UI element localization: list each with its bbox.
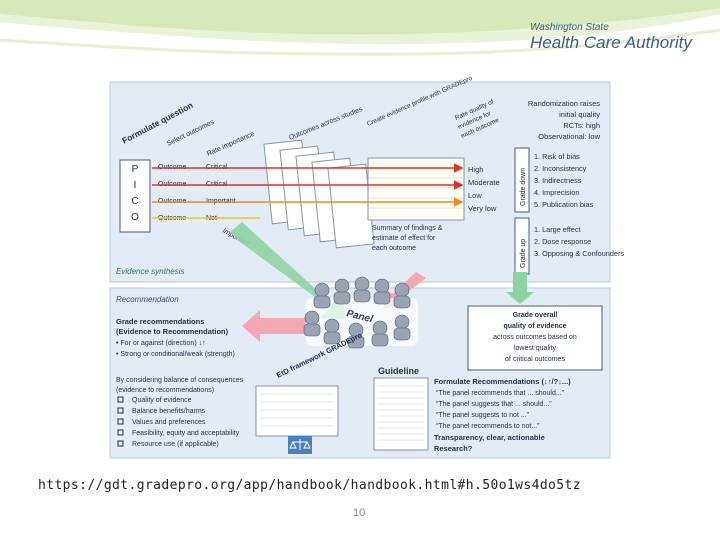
transparency-line-2: Research? xyxy=(434,444,473,453)
green-arrow-down-head xyxy=(506,292,534,304)
checklist: Quality of evidence Balance benefits/har… xyxy=(117,396,240,448)
pico-c: C xyxy=(131,196,138,207)
pico-o: O xyxy=(131,212,139,223)
rec-phrase-4: “The panel recommends to not...” xyxy=(436,423,540,430)
rand-line-2: initial quality xyxy=(559,110,600,119)
etd-thumbnail-lines xyxy=(260,393,334,427)
summary-line-1: Summary of findings & xyxy=(372,225,443,232)
quality-moderate: Moderate xyxy=(468,178,500,187)
rec-phrase-3: “The panel suggests to not ...” xyxy=(436,412,530,419)
study-documents xyxy=(263,139,375,249)
pink-arrow-left xyxy=(242,310,306,342)
for-against-text: • For or against (direction) ↓↑ xyxy=(116,340,206,347)
recommendation-label: Recommendation xyxy=(116,295,179,304)
grade-overall-line-4: lowest quality xyxy=(514,345,557,352)
grade-overall-line-2: quality of evidence xyxy=(503,323,566,330)
grade-down-label: Grade down xyxy=(520,168,527,206)
scales-glyph xyxy=(289,439,311,450)
checklist-item-1: Quality of evidence xyxy=(132,397,192,404)
guideline-text-lines xyxy=(378,385,424,441)
grade-process-figure: Formulate question Select outcomes Rate … xyxy=(109,75,624,459)
logo-line2: Health Care Authority xyxy=(530,33,692,52)
grade-recs-line-2: (Evidence to Recommendation) xyxy=(116,327,229,336)
considering-line-1: By considering balance of consequences xyxy=(116,377,244,384)
panel-people-icons xyxy=(303,276,418,349)
grade-overall-line-1: Grade overall xyxy=(513,312,558,319)
pico-p: P xyxy=(132,164,139,175)
quality-very-low: Very low xyxy=(468,204,497,213)
transparency-line-1: Transparency, clear, actionable xyxy=(434,433,545,442)
grade-overall-box xyxy=(467,305,603,371)
guideline-label: Guideline xyxy=(378,366,419,376)
logo-line1: Washington State xyxy=(530,22,609,33)
pico-box xyxy=(119,159,151,233)
grade-recs-line-1: Grade recommendations xyxy=(116,317,204,326)
grade-up-3: 3. Opposing & Confounders xyxy=(534,249,624,258)
grade-down-1: 1. Risk of bias xyxy=(534,152,580,161)
grade-up-1: 1. Large effect xyxy=(534,225,581,234)
hca-logo: Washington State Health Care Authority xyxy=(530,22,710,54)
grade-overall-line-3: across outcomes based on xyxy=(493,334,577,341)
guideline-document xyxy=(373,377,429,451)
header-band: Washington State Health Care Authority xyxy=(0,0,720,72)
grade-down-3: 3. Indirectness xyxy=(534,176,582,185)
considering-line-2: (evidence to recommendations) xyxy=(116,387,214,394)
rand-line-4: Observational: low xyxy=(538,132,600,141)
green-arrow-down-stem xyxy=(513,272,527,294)
summary-line-3: each outcome xyxy=(372,245,416,252)
grade-overall-line-5: of critical outcomes xyxy=(505,356,565,363)
strong-weak-text: • Strong or conditional/weak (strength) xyxy=(116,351,235,358)
pico-i: I xyxy=(134,180,137,191)
grade-down-2: 2. Inconsistency xyxy=(534,164,587,173)
rec-phrase-1: “The panel recommends that ... should...… xyxy=(436,390,565,397)
grade-down-bar xyxy=(514,147,530,213)
green-arrow-to-panel xyxy=(230,222,346,320)
evidence-synthesis-label: Evidence synthesis xyxy=(116,267,184,276)
rand-line-3: RCTs: high xyxy=(563,121,600,130)
checklist-item-5: Resource use (if applicable) xyxy=(132,441,219,448)
quality-high: High xyxy=(468,165,483,174)
checklist-item-3: Values and preferences xyxy=(132,419,206,426)
grade-up-2: 2. Dose response xyxy=(534,237,591,246)
checklist-item-2: Balance benefits/harms xyxy=(132,408,206,415)
rec-phrase-2: “The panel suggests that ... should...” xyxy=(436,401,552,408)
source-url[interactable]: https://gdt.gradepro.org/app/handbook/ha… xyxy=(38,478,581,493)
quality-low: Low xyxy=(468,191,482,200)
formulate-recs-title: Formulate Recommendations (↓↑/?↓...) xyxy=(434,377,571,386)
summary-line-2: estimate of effect for xyxy=(372,235,436,242)
grade-up-label: Grade up xyxy=(520,239,527,268)
rand-line-1: Randomization raises xyxy=(528,99,600,108)
grade-down-4: 4. Imprecision xyxy=(534,188,579,197)
etd-thumbnail xyxy=(255,385,339,437)
grade-down-5: 5. Publication bias xyxy=(534,200,594,209)
checklist-item-4: Feasibility, equity and acceptability xyxy=(132,430,240,437)
page-number: 10 xyxy=(353,507,366,519)
wave-decoration xyxy=(0,0,720,56)
